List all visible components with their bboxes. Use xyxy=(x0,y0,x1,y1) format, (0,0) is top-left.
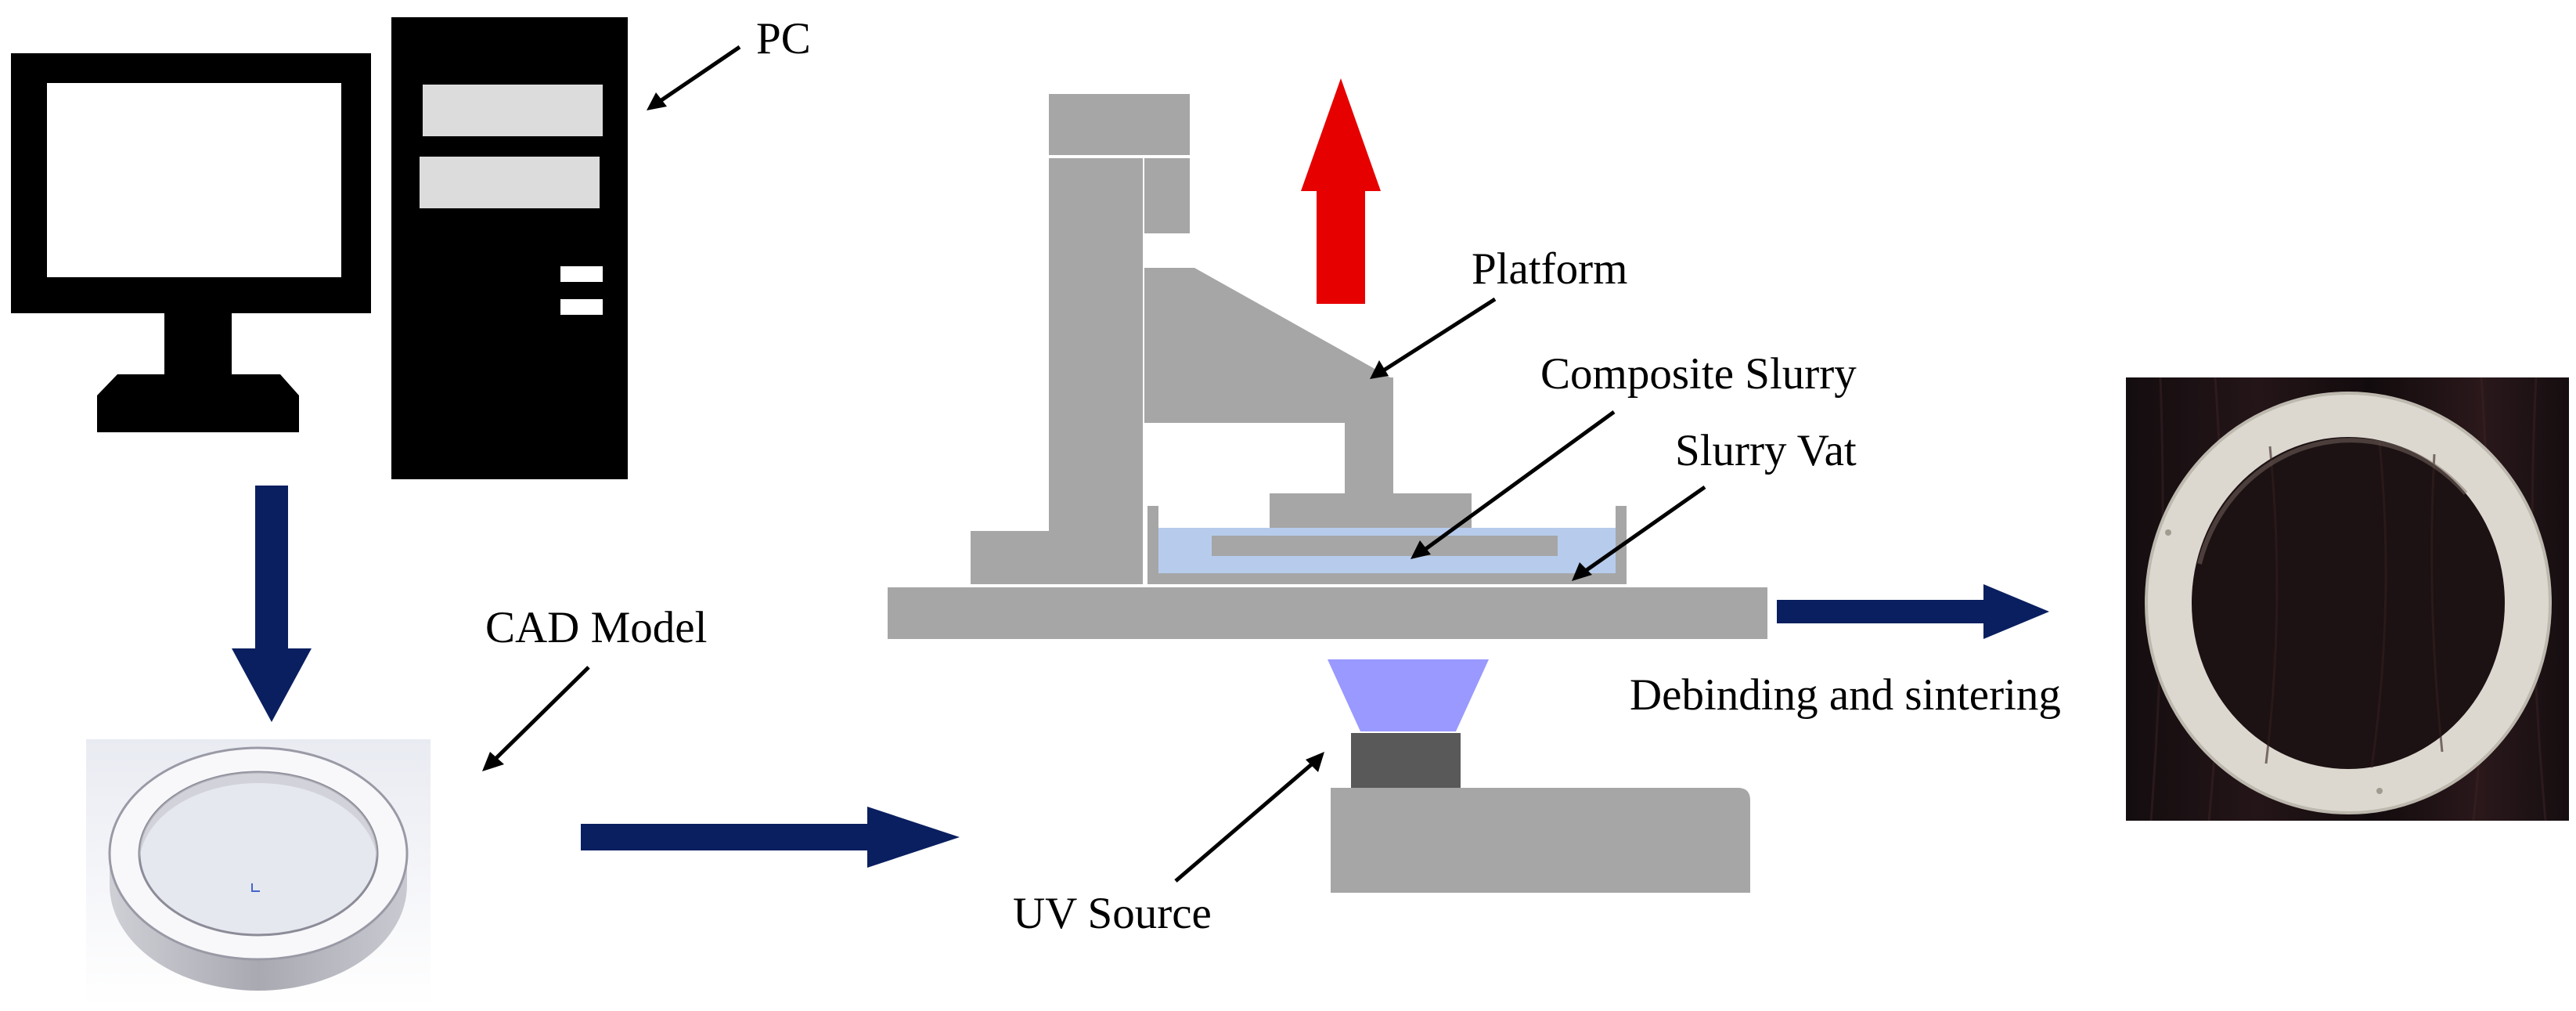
printer-to-part-arrow xyxy=(1777,584,2049,639)
uv-source-label: UV Source xyxy=(1013,889,1212,938)
composite-slurry-pointer-arrow xyxy=(1410,410,1616,559)
base-plate xyxy=(888,587,1767,639)
printed-layer xyxy=(1212,536,1558,556)
cad-pointer-arrow xyxy=(482,666,590,771)
uv-source xyxy=(1328,659,1750,893)
pc-computer xyxy=(11,17,628,479)
monitor-icon xyxy=(11,53,371,432)
sintered-ring-photo xyxy=(2126,377,2569,821)
uv-light-beam xyxy=(1328,659,1489,731)
arm-wedge xyxy=(1194,268,1390,377)
dlp-printer xyxy=(888,94,1767,639)
vertical-column xyxy=(1049,158,1143,533)
pc-label: PC xyxy=(756,14,811,63)
debinding-label: Debinding and sintering xyxy=(1630,670,2061,720)
platform-lift-arrow xyxy=(1301,78,1381,304)
gantry-top-block xyxy=(1049,94,1190,157)
slurry-vat-label: Slurry Vat xyxy=(1675,426,1857,475)
tower-icon xyxy=(391,17,628,479)
build-platform xyxy=(1270,493,1472,533)
ring-hole xyxy=(2192,437,2505,769)
cad-model-label: CAD Model xyxy=(485,603,707,652)
platform-stem xyxy=(1345,377,1393,493)
pc-to-cad-arrow xyxy=(232,486,312,722)
platform-label: Platform xyxy=(1472,244,1627,294)
cad-to-printer-arrow xyxy=(581,807,960,868)
column-foot xyxy=(971,531,1143,584)
uv-source-pointer-arrow xyxy=(1174,752,1324,883)
slurry-vat-pointer-arrow xyxy=(1572,485,1706,581)
column-cap xyxy=(1144,158,1190,233)
pc-pointer-arrow xyxy=(647,45,741,110)
uv-emitter xyxy=(1351,733,1461,788)
composite-slurry-label: Composite Slurry xyxy=(1540,349,1857,399)
uv-housing xyxy=(1331,788,1750,893)
arm-block xyxy=(1144,268,1194,377)
platform-pointer-arrow xyxy=(1370,297,1497,379)
cad-model-render xyxy=(86,739,431,1006)
